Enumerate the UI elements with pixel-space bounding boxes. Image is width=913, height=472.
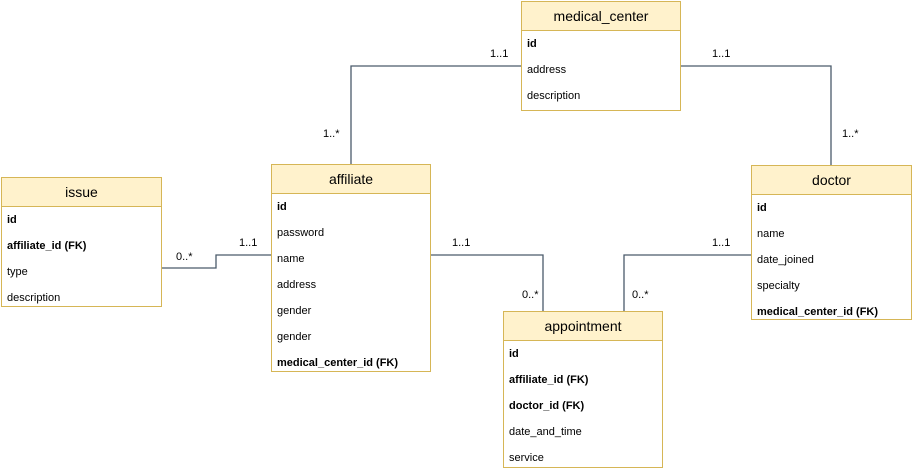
multiplicity-label: 1..* <box>842 128 859 140</box>
attribute-doctor-id: doctor_id (FK) <box>509 400 585 412</box>
entity-affiliate[interactable]: affiliate id password name address gende… <box>271 164 431 372</box>
attribute-address: address <box>527 64 567 76</box>
attribute-date-and-time: date_and_time <box>509 426 582 438</box>
multiplicity-label: 1..1 <box>712 48 731 60</box>
attribute-id: id <box>527 38 537 50</box>
attribute-date-joined: date_joined <box>757 254 814 266</box>
attribute-id: id <box>277 201 287 213</box>
attribute-password: password <box>277 227 325 239</box>
entity-title: doctor <box>752 166 911 195</box>
attribute-gender: gender <box>277 305 312 317</box>
attribute-service: service <box>509 452 544 464</box>
multiplicity-label: 0..* <box>176 251 193 263</box>
attribute-affiliate-id: affiliate_id (FK) <box>7 240 87 252</box>
attribute-gender: gender <box>277 331 312 343</box>
entity-appointment[interactable]: appointment id affiliate_id (FK) doctor_… <box>503 311 663 468</box>
attribute-name: name <box>277 253 305 265</box>
entity-doctor[interactable]: doctor id name date_joined specialty med… <box>751 165 912 320</box>
attribute-id: id <box>7 214 17 226</box>
multiplicity-label: 1..1 <box>712 237 731 249</box>
entity-title: issue <box>2 178 161 207</box>
medical-center-affiliate-line <box>350 65 521 164</box>
entity-title: appointment <box>504 312 662 341</box>
attribute-affiliate-id: affiliate_id (FK) <box>509 374 589 386</box>
entity-medical-center[interactable]: medical_center id address description <box>521 1 681 111</box>
issue-affiliate-line <box>162 254 271 269</box>
attribute-address: address <box>277 279 317 291</box>
entity-title: affiliate <box>272 165 430 194</box>
attribute-specialty: specialty <box>757 280 800 292</box>
multiplicity-label: 0..* <box>522 289 539 301</box>
attribute-medical-center-id: medical_center_id (FK) <box>277 357 399 369</box>
attribute-description: description <box>7 292 61 304</box>
multiplicity-label: 1..1 <box>452 237 471 249</box>
attribute-name: name <box>757 228 785 240</box>
medical-center-doctor-line <box>681 65 832 165</box>
attribute-id: id <box>509 348 519 360</box>
entity-title: medical_center <box>522 2 680 31</box>
attribute-type: type <box>7 266 28 278</box>
multiplicity-label: 1..* <box>323 128 340 140</box>
multiplicity-label: 1..1 <box>490 48 509 60</box>
attribute-id: id <box>757 202 767 214</box>
entity-issue[interactable]: issue id affiliate_id (FK) type descript… <box>1 177 162 307</box>
attribute-description: description <box>527 90 581 102</box>
affiliate-appointment-line <box>431 254 544 311</box>
multiplicity-label: 0..* <box>632 289 649 301</box>
multiplicity-label: 1..1 <box>239 237 258 249</box>
attribute-medical-center-id: medical_center_id (FK) <box>757 306 879 318</box>
doctor-appointment-line <box>623 254 751 311</box>
